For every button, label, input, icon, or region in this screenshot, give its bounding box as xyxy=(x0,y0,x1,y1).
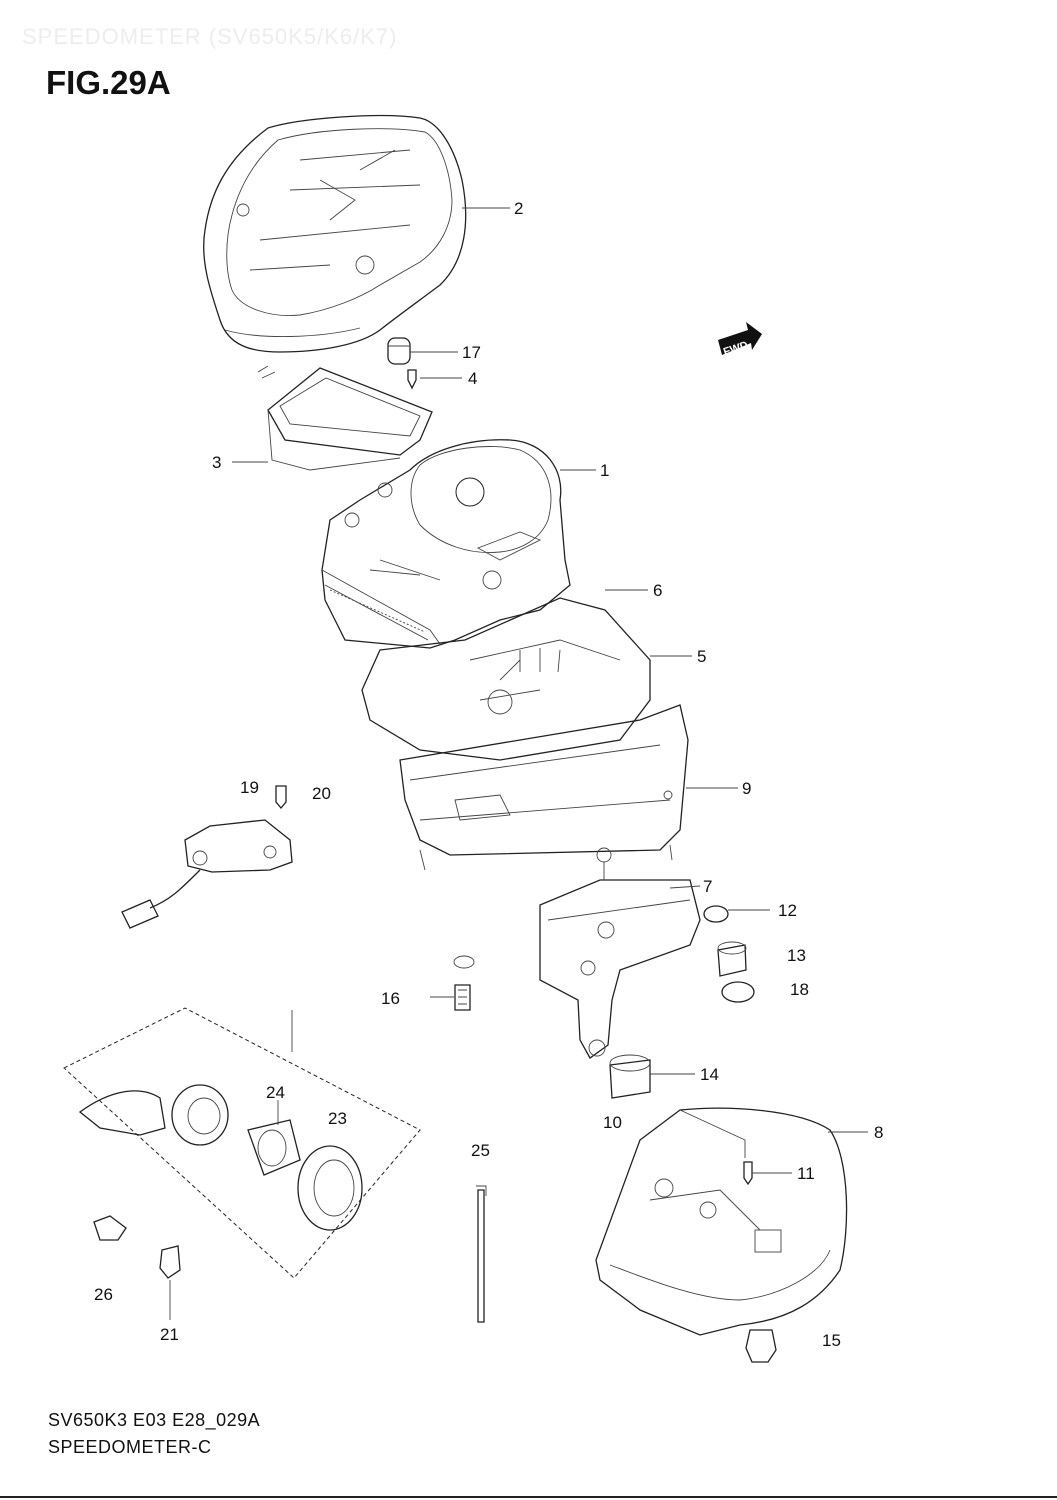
part-21-clip xyxy=(159,1245,181,1279)
part-23-seal xyxy=(297,1145,363,1231)
part-12-grommet xyxy=(703,905,729,923)
part-6-inner-case xyxy=(361,597,651,761)
diagram-code: SV650K3 E03 E28_029A xyxy=(48,1410,261,1430)
figure-title: FIG.29A xyxy=(46,64,171,101)
part-16-bolt xyxy=(453,955,475,1011)
part-18-collar xyxy=(721,981,755,1003)
callout-25: 25 xyxy=(471,1141,490,1160)
callout-labels: 2 17 4 3 1 6 5 9 19 20 7 12 13 18 16 14 … xyxy=(94,199,883,1350)
callout-7: 7 xyxy=(703,877,712,896)
part-14-cushion xyxy=(609,1054,651,1099)
part-26-bolt xyxy=(93,1215,127,1241)
part-11-screw xyxy=(743,1161,753,1186)
part-4-screw xyxy=(407,369,417,390)
watermark-title: SPEEDOMETER (SV650K5/K6/K7) xyxy=(22,24,398,49)
callout-26: 26 xyxy=(94,1285,113,1304)
callout-2: 2 xyxy=(514,199,523,218)
diagram-caption: SPEEDOMETER-C xyxy=(48,1437,212,1457)
callout-13: 13 xyxy=(787,946,806,965)
callout-3: 3 xyxy=(212,453,221,472)
part-3-lens-panel xyxy=(257,365,433,471)
forward-arrow-icon: FWD xyxy=(718,322,762,359)
callout-14: 14 xyxy=(700,1065,719,1084)
part-17-grommet xyxy=(387,337,411,365)
part-1-meter-assembly xyxy=(321,439,571,649)
leader-lines xyxy=(169,207,868,1320)
part-7-bracket xyxy=(539,847,701,1059)
speed-sensor-body xyxy=(78,1084,229,1146)
part-9-lower-case xyxy=(399,704,689,871)
callout-9: 9 xyxy=(742,779,751,798)
callout-17: 17 xyxy=(462,343,481,362)
callout-18: 18 xyxy=(790,980,809,999)
callout-1: 1 xyxy=(600,461,609,480)
callout-8: 8 xyxy=(874,1123,883,1142)
callout-21: 21 xyxy=(160,1325,179,1344)
callout-4: 4 xyxy=(468,369,477,388)
part-25-cable-tie xyxy=(476,1185,487,1323)
part-13-cushion xyxy=(717,941,747,977)
part-19-20-screw xyxy=(275,785,287,810)
callout-19: 19 xyxy=(240,778,259,797)
part-8-bracket-cover xyxy=(595,1107,848,1336)
callout-15: 15 xyxy=(822,1331,841,1350)
callout-5: 5 xyxy=(697,647,706,666)
sensor-harness xyxy=(121,819,293,929)
callout-11: 11 xyxy=(797,1164,815,1183)
sub-assembly-box xyxy=(63,1007,421,1279)
callout-6: 6 xyxy=(653,581,662,600)
callout-10: 10 xyxy=(603,1113,622,1132)
callout-12: 12 xyxy=(778,901,797,920)
callout-24: 24 xyxy=(266,1083,285,1102)
callout-16: 16 xyxy=(381,989,400,1008)
part-2-upper-cover xyxy=(203,114,467,353)
callout-20: 20 xyxy=(312,784,331,803)
part-15-clip xyxy=(745,1329,777,1363)
callout-23: 23 xyxy=(328,1109,347,1128)
page-bottom-border xyxy=(0,1496,1057,1498)
part-24-gear xyxy=(247,1119,301,1176)
